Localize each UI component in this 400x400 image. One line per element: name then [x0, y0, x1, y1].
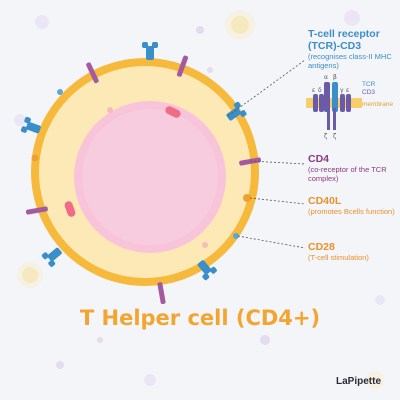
chain-alpha: α	[324, 74, 328, 81]
chain-epsilon-left: ε	[312, 87, 315, 94]
inset-legend-membrane: membrane	[362, 101, 393, 108]
tcr-cd3-inset: ε δ α β γ ε ζ ζ TCR CD3 membrane	[306, 74, 393, 140]
cd4-label-name: CD4	[308, 153, 330, 165]
tcr-receptor	[142, 42, 158, 60]
cd28-label: CD28 (T-cell stimulation)	[308, 241, 400, 262]
cd28-markers	[57, 89, 239, 239]
cd4-receptor	[86, 62, 99, 84]
organelle	[165, 106, 181, 118]
cd28-leader	[237, 235, 306, 249]
tcr-leader	[227, 59, 306, 117]
cd4-coreceptors	[25, 55, 262, 305]
tcr-cd3-receptors	[20, 42, 247, 281]
cd28-label-name: CD28	[308, 241, 335, 253]
cd40l-markers	[31, 154, 251, 202]
cd40l-label-name: CD40L	[308, 195, 342, 207]
leader-lines	[227, 59, 306, 249]
cd4-receptor	[176, 55, 189, 77]
cell-body	[31, 58, 259, 286]
cd4-label-description: (co-receptor of the TCR complex)	[308, 165, 387, 183]
cd4-receptor	[239, 157, 262, 166]
inset-legend-tcr: TCR	[362, 81, 376, 88]
brand-logo: LaPipette	[336, 376, 382, 387]
tcr-receptor	[226, 101, 247, 121]
cd4-leader	[249, 160, 306, 165]
inset-legend-cd3: CD3	[362, 89, 375, 96]
diagram-title: T Helper cell (CD4+)	[79, 306, 321, 330]
chain-beta: β	[333, 74, 337, 81]
cd28-label-description: (T-cell stimulation)	[308, 253, 369, 262]
cd40l-leader	[249, 197, 306, 205]
chain-zeta-right: ζ	[333, 133, 336, 140]
tcr-label-description: (recognises class-II MHC antigens)	[308, 52, 392, 70]
cd4-receptor	[157, 282, 166, 305]
cd4-label: CD4 (co-receptor of the TCR complex)	[308, 153, 400, 183]
tcr-receptor	[41, 247, 62, 267]
tcr-label: T-cell receptor (TCR)-CD3 (recognises cl…	[308, 28, 400, 70]
cd4-receptor	[25, 206, 48, 215]
chain-epsilon-right: ε	[346, 87, 349, 94]
cd40l-label: CD40L (promotes Bcells function)	[308, 195, 400, 216]
organelle	[64, 201, 76, 217]
tcr-receptor	[197, 260, 217, 281]
background-decor	[14, 10, 385, 389]
chain-gamma: γ	[340, 87, 344, 94]
chain-delta: δ	[318, 87, 322, 94]
chain-zeta-left: ζ	[324, 133, 327, 140]
cd40l-label-description: (promotes Bcells function)	[308, 207, 395, 216]
tcr-receptor	[20, 116, 41, 134]
tcr-label-name: T-cell receptor (TCR)-CD3	[308, 28, 380, 52]
